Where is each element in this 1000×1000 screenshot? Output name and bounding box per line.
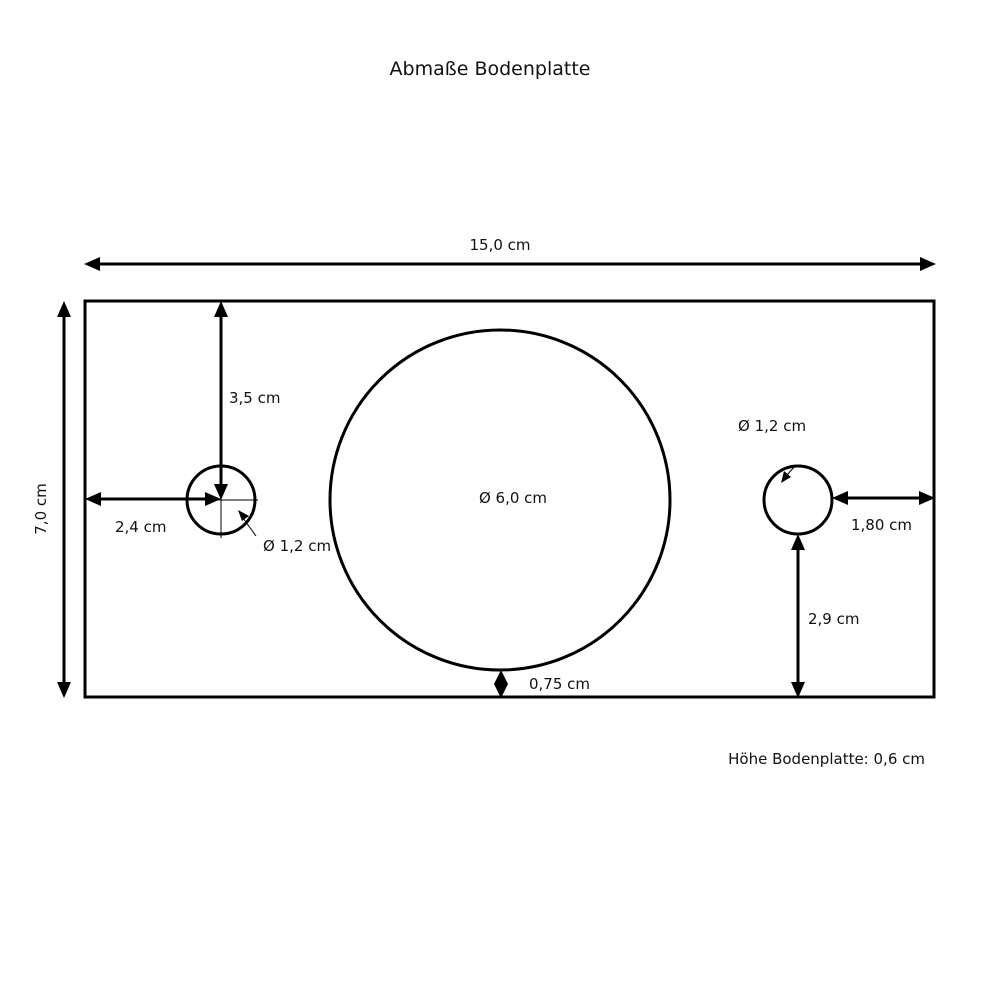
diagram-title: Abmaße Bodenplatte [390, 58, 591, 80]
right-hole-bottom-offset-label: 2,9 cm [808, 610, 859, 628]
right-hole-side-offset-label: 1,80 cm [851, 516, 912, 534]
height-dimension-arrow [57, 301, 71, 698]
center-hole [328, 328, 672, 672]
right-hole-side-offset-arrow [832, 491, 935, 505]
left-hole-top-offset-arrow [214, 301, 228, 500]
left-hole-diameter-label: Ø 1,2 cm [263, 537, 331, 555]
left-hole-top-offset-label: 3,5 cm [229, 389, 280, 407]
center-hole-bottom-gap-label: 0,75 cm [529, 675, 590, 693]
left-hole-side-offset-arrow [85, 492, 221, 506]
width-dimension-label: 15,0 cm [469, 236, 530, 254]
width-dimension-arrow [84, 257, 936, 271]
left-hole-diameter-leader [238, 510, 257, 537]
center-hole-bottom-gap-arrow [494, 670, 508, 698]
left-hole-side-offset-label: 2,4 cm [115, 518, 166, 536]
center-hole-diameter-label: Ø 6,0 cm [479, 489, 547, 507]
right-hole [762, 464, 834, 536]
right-hole-bottom-offset-arrow [791, 534, 805, 698]
right-hole-diameter-label: Ø 1,2 cm [738, 417, 806, 435]
plate-thickness-note: Höhe Bodenplatte: 0,6 cm [728, 750, 925, 768]
height-dimension-label: 7,0 cm [32, 483, 50, 534]
right-hole-diameter-leader [781, 464, 797, 483]
